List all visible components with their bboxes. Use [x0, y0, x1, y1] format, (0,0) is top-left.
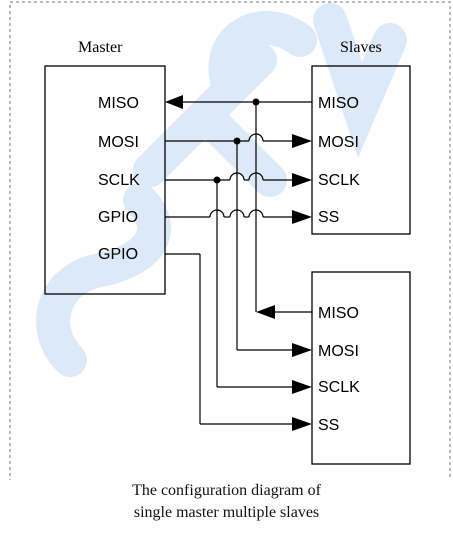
- gpio1-hop-1: [209, 209, 225, 218]
- caption-line-1: The configuration diagram of: [132, 482, 321, 499]
- master-pin-sclk: SCLK: [98, 172, 140, 189]
- slave2-box: [311, 271, 411, 465]
- master-miso-arrow: [165, 95, 183, 109]
- mosi-hop: [248, 133, 264, 142]
- slave1-pin-ss: SS: [318, 209, 339, 226]
- mosi-junction-dot: [233, 137, 241, 145]
- slave2-pin-miso: MISO: [318, 305, 359, 322]
- slave2-pin-ss: SS: [318, 417, 339, 434]
- miso-junction-dot: [252, 98, 260, 106]
- slave2-ss-arrow: [292, 417, 312, 431]
- slave2-sclk-arrow: [292, 380, 312, 394]
- slave2-pin-mosi: MOSI: [318, 343, 359, 360]
- slave1-mosi-arrow: [292, 134, 312, 148]
- slave1-ss-arrow: [292, 210, 312, 224]
- slave1-sclk-arrow: [292, 173, 312, 187]
- caption-line-2: single master multiple slaves: [133, 504, 320, 521]
- spi-diagram: Master Slaves MISO MOSI SCLK GPIO GPIO M…: [9, 1, 451, 480]
- slave2-mosi-arrow: [292, 343, 312, 357]
- sclk-hop-1: [229, 172, 245, 181]
- sclk-hop-2: [248, 172, 264, 181]
- slave1-pin-miso: MISO: [318, 95, 359, 112]
- slave1-pin-mosi: MOSI: [318, 134, 359, 151]
- slave1-box: [311, 65, 411, 235]
- slave2-miso-arrow: [256, 305, 275, 319]
- master-pin-gpio2: GPIO: [98, 246, 138, 263]
- master-pin-miso: MISO: [98, 95, 139, 112]
- slave1-pin-sclk: SCLK: [318, 172, 360, 189]
- master-title: Master: [78, 39, 123, 56]
- master-pin-gpio1: GPIO: [98, 209, 138, 226]
- dashed-border: [9, 1, 451, 480]
- gpio1-hop-3: [248, 209, 264, 218]
- sclk-junction-dot: [213, 176, 221, 184]
- master-pin-mosi: MOSI: [98, 134, 139, 151]
- gpio1-hop-2: [229, 209, 245, 218]
- slave2-pin-sclk: SCLK: [318, 379, 360, 396]
- slaves-title: Slaves: [340, 39, 382, 56]
